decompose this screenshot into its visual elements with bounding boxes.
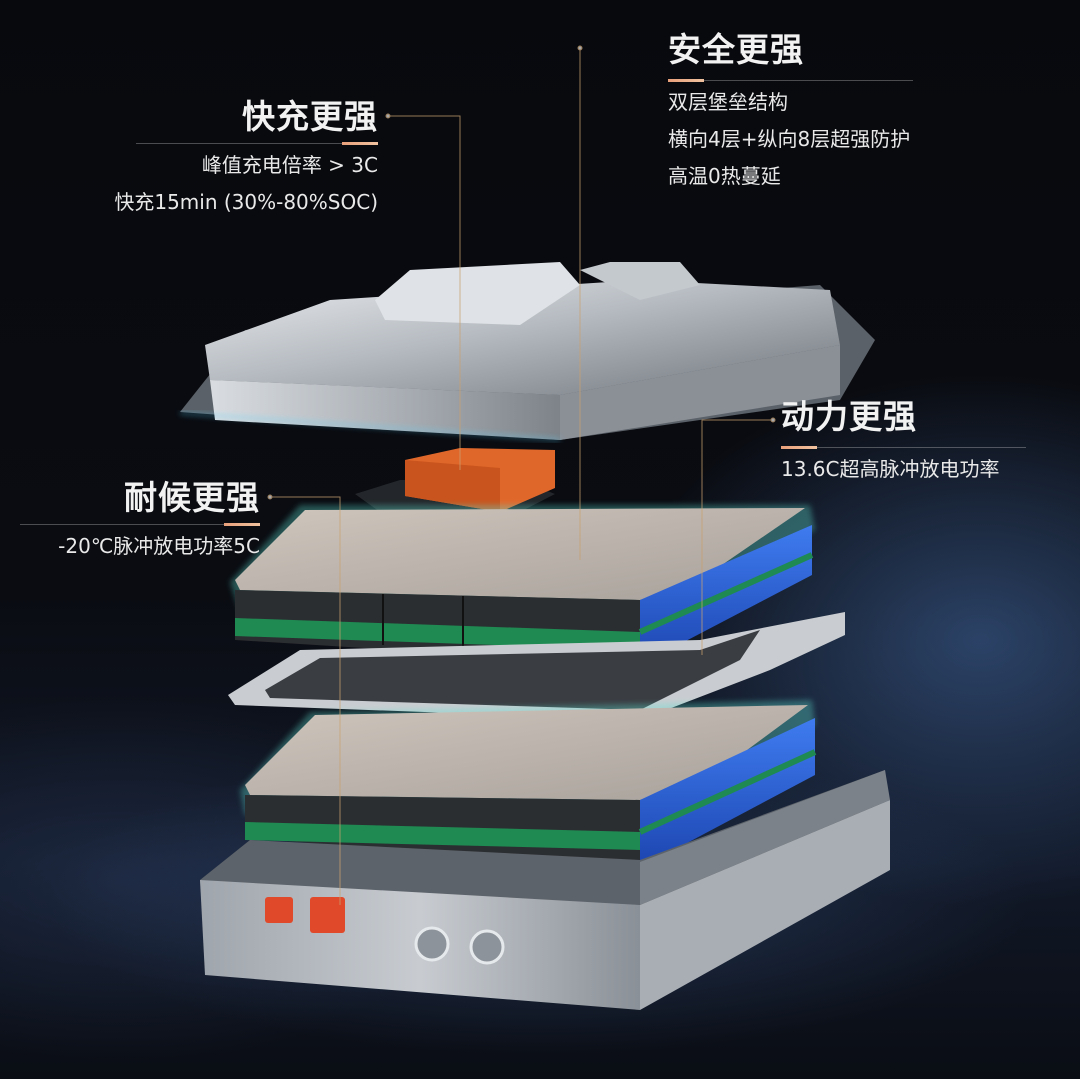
callout-power: 动力更强 13.6C超高脉冲放电功率 — [781, 397, 1026, 488]
callout-title: 动力更强 — [781, 397, 917, 436]
lower-cell-layer — [240, 700, 817, 868]
divider — [136, 142, 378, 145]
connector-orange-right — [310, 897, 345, 933]
connector-orange-left — [265, 897, 293, 923]
callout-weather: 耐候更强 -20℃脉冲放电功率5C — [20, 478, 260, 565]
upper-cell-layer — [230, 505, 815, 665]
callout-line: 峰值充电倍率 > 3C — [201, 153, 378, 177]
upper-cover — [179, 262, 875, 441]
callout-line: 双层堡垒结构 — [668, 90, 788, 114]
lower-housing — [200, 770, 890, 1010]
divider — [668, 79, 913, 82]
divider — [781, 446, 1026, 449]
callout-fast-charge: 快充更强 峰值充电倍率 > 3C 快充15min (30%-80%SOC) — [60, 97, 378, 221]
leader-lines — [267, 45, 776, 905]
callout-line: 高温0热蔓延 — [668, 164, 781, 188]
callout-title: 安全更强 — [668, 30, 804, 69]
callout-line: 快充15min (30%-80%SOC) — [114, 190, 378, 214]
callout-title: 耐候更强 — [124, 478, 260, 517]
middle-tray — [228, 612, 845, 720]
callout-title: 快充更强 — [242, 97, 378, 136]
callout-line: -20℃脉冲放电功率5C — [58, 534, 260, 558]
callout-line: 13.6C超高脉冲放电功率 — [781, 457, 1000, 481]
divider — [20, 523, 260, 526]
callout-safety: 安全更强 双层堡垒结构 横向4层+纵向8层超强防护 高温0热蔓延 — [668, 30, 913, 195]
bms-orange-module — [355, 448, 555, 512]
callout-line: 横向4层+纵向8层超强防护 — [668, 127, 911, 151]
